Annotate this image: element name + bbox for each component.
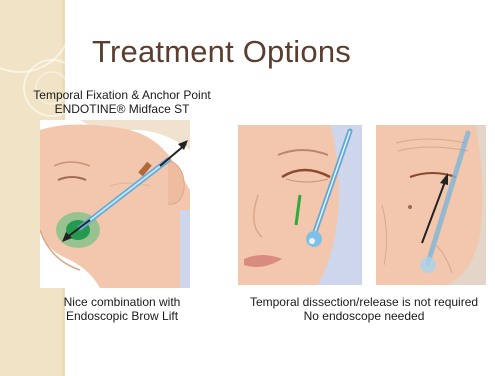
right-caption-line-2: No endoscope needed	[238, 309, 490, 323]
left-caption-bottom-line-1: Nice combination with	[22, 295, 222, 309]
temporal-dissection-illustration	[238, 125, 362, 285]
midface-lift-arrow-illustration	[376, 125, 486, 285]
midface-device-illustration	[40, 120, 190, 288]
decorative-swirl	[0, 0, 120, 140]
slide-title: Treatment Options	[92, 34, 351, 70]
left-caption-bottom-line-2: Endoscopic Brow Lift	[22, 309, 222, 323]
left-caption-top-line-1: Temporal Fixation & Anchor Point	[22, 88, 222, 102]
left-caption-top-line-2: ENDOTINE® Midface ST	[22, 102, 222, 116]
right-caption-line-1: Temporal dissection/release is not requi…	[238, 295, 490, 309]
